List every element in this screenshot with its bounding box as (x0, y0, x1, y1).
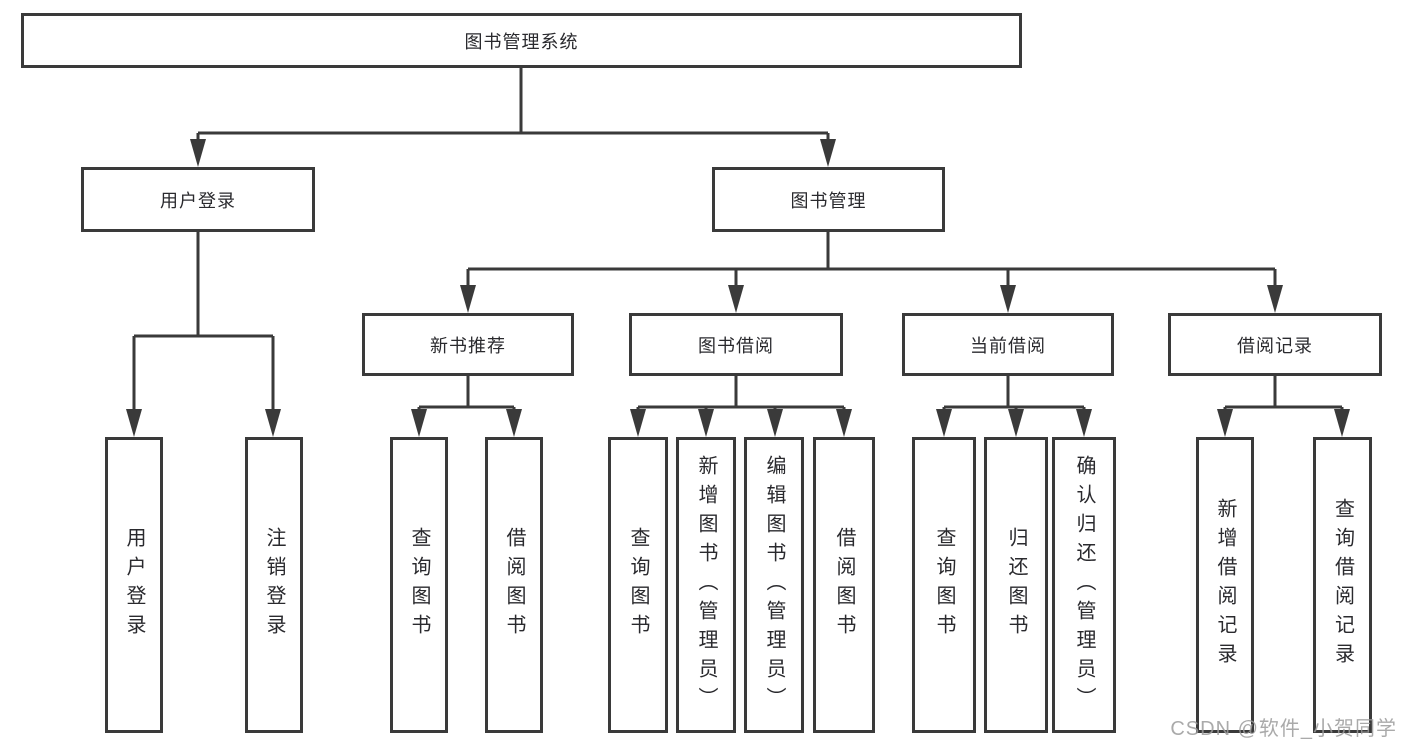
leaf-query-books-recommend: 查询图书 (390, 437, 448, 733)
node-new-book-recommend-label: 新书推荐 (430, 335, 506, 356)
leaf-query-borrow-record: 查询借阅记录 (1313, 437, 1372, 733)
node-user-login: 用户登录 (81, 167, 315, 232)
leaf-add-book-admin-label: 新增图书（管理员） (695, 454, 717, 716)
leaf-return-books-label: 归还图书 (1005, 527, 1027, 643)
leaf-query-books-borrow-label: 查询图书 (627, 527, 649, 643)
leaf-query-books-borrow: 查询图书 (608, 437, 668, 733)
leaf-borrow-books-recommend-label: 借阅图书 (503, 527, 525, 643)
node-new-book-recommend: 新书推荐 (362, 313, 574, 376)
leaf-logout-label: 注销登录 (263, 527, 285, 643)
leaf-add-borrow-record-label: 新增借阅记录 (1214, 498, 1236, 672)
leaf-user-login-label: 用户登录 (123, 527, 145, 643)
leaf-add-book-admin: 新增图书（管理员） (676, 437, 736, 733)
leaf-return-books: 归还图书 (984, 437, 1048, 733)
leaf-query-books-recommend-label: 查询图书 (408, 527, 430, 643)
leaf-edit-book-admin: 编辑图书（管理员） (744, 437, 804, 733)
node-book-management: 图书管理 (712, 167, 945, 232)
leaf-add-borrow-record: 新增借阅记录 (1196, 437, 1254, 733)
leaf-edit-book-admin-label: 编辑图书（管理员） (763, 454, 785, 716)
node-root-label: 图书管理系统 (464, 31, 579, 52)
node-borrow-records: 借阅记录 (1168, 313, 1382, 376)
node-root: 图书管理系统 (21, 13, 1022, 68)
node-borrow-records-label: 借阅记录 (1237, 335, 1313, 356)
leaf-borrow-books: 借阅图书 (813, 437, 875, 733)
node-current-borrow-label: 当前借阅 (970, 335, 1046, 356)
node-current-borrow: 当前借阅 (902, 313, 1114, 376)
leaf-borrow-books-recommend: 借阅图书 (485, 437, 543, 733)
node-book-borrow-label: 图书借阅 (698, 335, 774, 356)
leaf-query-borrow-record-label: 查询借阅记录 (1331, 498, 1354, 672)
leaf-query-books-current-label: 查询图书 (933, 527, 955, 643)
node-book-borrow: 图书借阅 (629, 313, 843, 376)
leaf-confirm-return-admin: 确认归还（管理员） (1052, 437, 1116, 733)
leaf-user-login: 用户登录 (105, 437, 163, 733)
node-user-login-label: 用户登录 (160, 190, 236, 211)
leaf-query-books-current: 查询图书 (912, 437, 976, 733)
leaf-logout: 注销登录 (245, 437, 303, 733)
leaf-borrow-books-label: 借阅图书 (833, 527, 855, 643)
node-book-management-label: 图书管理 (790, 190, 867, 211)
leaf-confirm-return-admin-label: 确认归还（管理员） (1073, 454, 1095, 716)
watermark: CSDN @软件_小贺同学 (1170, 718, 1397, 740)
